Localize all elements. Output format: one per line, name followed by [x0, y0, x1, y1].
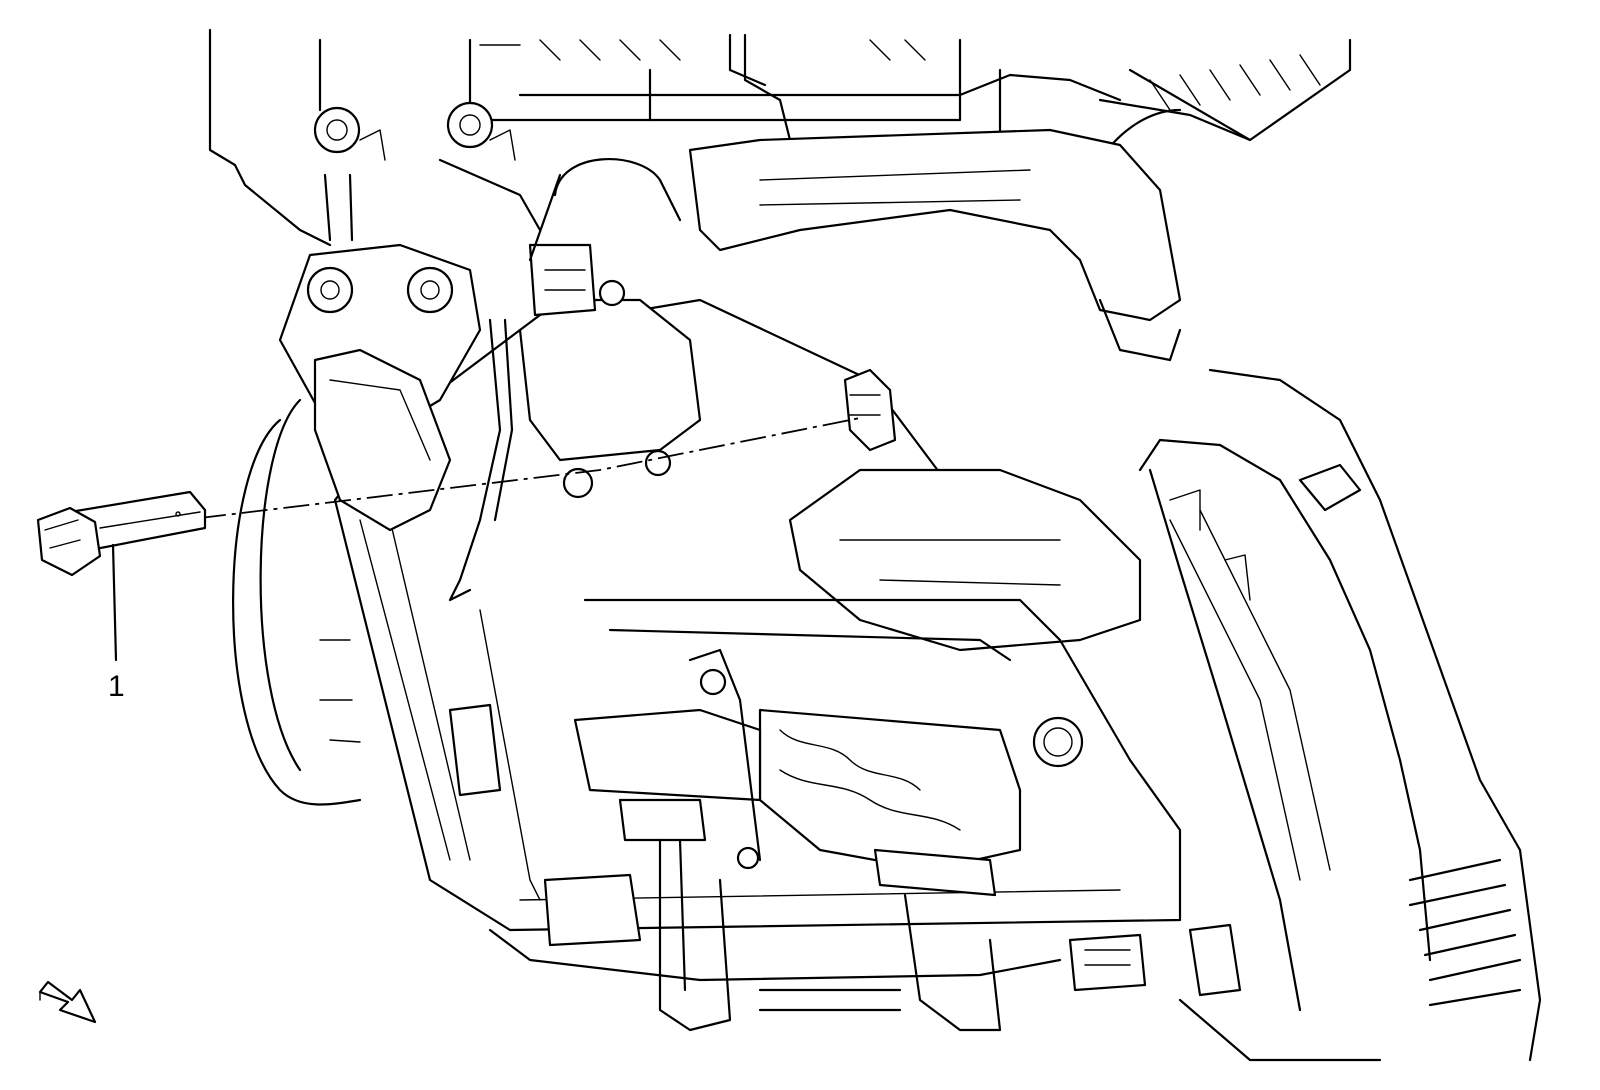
blower-housing	[232, 398, 362, 806]
wire-loop	[448, 318, 514, 602]
housing-tab-left	[448, 703, 642, 947]
lower-right-connectors	[1068, 923, 1382, 1062]
air-duct-right	[1138, 368, 1542, 1062]
air-duct-upper	[688, 128, 1182, 362]
connector-socket	[843, 368, 897, 452]
top-panel	[208, 28, 1352, 247]
installation-path-line	[199, 417, 861, 519]
mode-actuator-left	[278, 243, 482, 532]
heater-core	[583, 598, 1084, 872]
mode-actuator-center	[518, 158, 702, 499]
pipe-bracket	[573, 648, 997, 897]
screw-mounts	[313, 101, 542, 242]
view-direction-arrow-icon	[38, 980, 97, 1024]
coolant-hoses	[658, 838, 1002, 1032]
air-duct-center	[788, 468, 1142, 652]
callout-label-1: 1	[108, 670, 125, 703]
callout-leader-line	[111, 543, 118, 662]
temperature-sensor-component	[36, 490, 207, 577]
